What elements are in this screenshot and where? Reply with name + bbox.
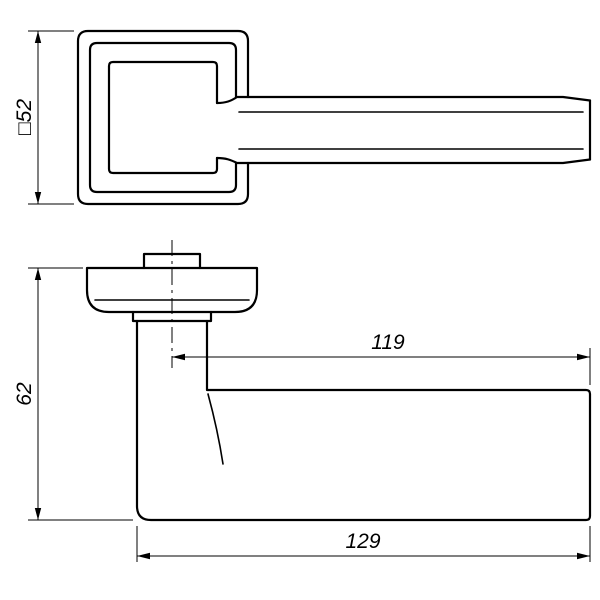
rosette-middle-square — [88, 41, 238, 194]
arrowhead-52-top — [34, 31, 42, 43]
extension-lines-62 — [28, 267, 133, 521]
dimension-label-62: 62 — [13, 382, 36, 406]
arrowhead-119-right — [577, 353, 590, 361]
arrowhead-62-top — [34, 268, 42, 280]
lever-profile — [135, 319, 592, 522]
rosette-collar — [131, 310, 213, 323]
arrowhead-129-left — [137, 552, 150, 560]
rosette-outer-square — [76, 29, 250, 206]
side-view — [85, 240, 592, 522]
extension-lines-52 — [28, 30, 74, 205]
dimension-129: 129 — [136, 526, 591, 562]
dimension-label-square-52: □52 — [13, 99, 36, 135]
arrowhead-52-bottom — [34, 192, 42, 204]
dimension-label-129: 129 — [345, 530, 380, 553]
dimension-119: 119 — [172, 331, 591, 385]
dimension-label-119: 119 — [371, 331, 405, 354]
dimension-62: 62 — [13, 267, 133, 521]
lever-bottom-edge — [215, 156, 592, 165]
front-view — [76, 29, 592, 206]
arrowhead-129-right — [577, 552, 590, 560]
lever-neck-fillet — [207, 393, 224, 465]
arrowhead-119-left — [172, 353, 185, 361]
spindle-boss — [142, 252, 202, 270]
lever-top-edge — [215, 95, 592, 105]
arrowhead-62-bottom — [34, 508, 42, 520]
rosette-inner-square — [107, 60, 219, 175]
dimension-square-52: □52 — [13, 30, 74, 205]
rosette-profile — [85, 266, 259, 314]
